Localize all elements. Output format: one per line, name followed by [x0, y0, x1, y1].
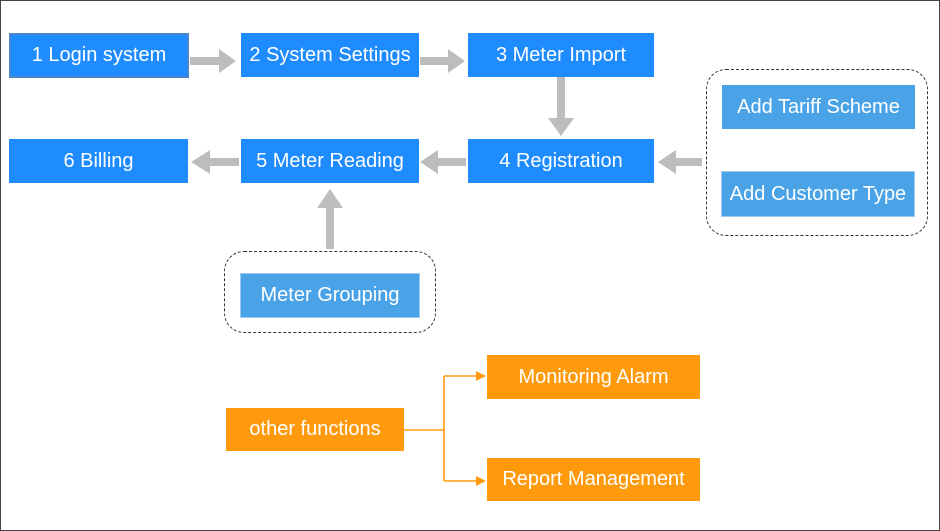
orange-arrowhead-bottom [476, 476, 486, 486]
arrow-import-to-registration [548, 77, 574, 136]
registration-inputs-group [706, 69, 928, 236]
add-tariff-scheme[interactable]: Add Tariff Scheme [722, 85, 915, 129]
monitoring-alarm[interactable]: Monitoring Alarm [487, 355, 700, 399]
reading-inputs-group [224, 251, 436, 333]
arrow-login-to-settings [190, 49, 236, 73]
step-meter-import[interactable]: 3 Meter Import [468, 33, 654, 77]
step-login-system[interactable]: 1 Login system [9, 33, 189, 78]
arrow-reading-to-billing [191, 150, 239, 174]
step-billing[interactable]: 6 Billing [9, 139, 188, 183]
meter-grouping[interactable]: Meter Grouping [240, 273, 420, 318]
orange-connector-trunk [404, 376, 445, 481]
arrow-inputs-to-registration [658, 150, 702, 174]
other-functions[interactable]: other functions [226, 408, 404, 451]
arrow-grouping-to-reading [317, 189, 343, 249]
step-registration[interactable]: 4 Registration [468, 139, 654, 183]
step-system-settings[interactable]: 2 System Settings [241, 33, 419, 77]
arrow-registration-to-reading [420, 150, 466, 174]
report-management[interactable]: Report Management [487, 458, 700, 501]
arrow-settings-to-import [420, 49, 465, 73]
step-meter-reading[interactable]: 5 Meter Reading [241, 139, 419, 183]
orange-arrowhead-top [476, 371, 486, 381]
add-customer-type[interactable]: Add Customer Type [721, 171, 915, 217]
